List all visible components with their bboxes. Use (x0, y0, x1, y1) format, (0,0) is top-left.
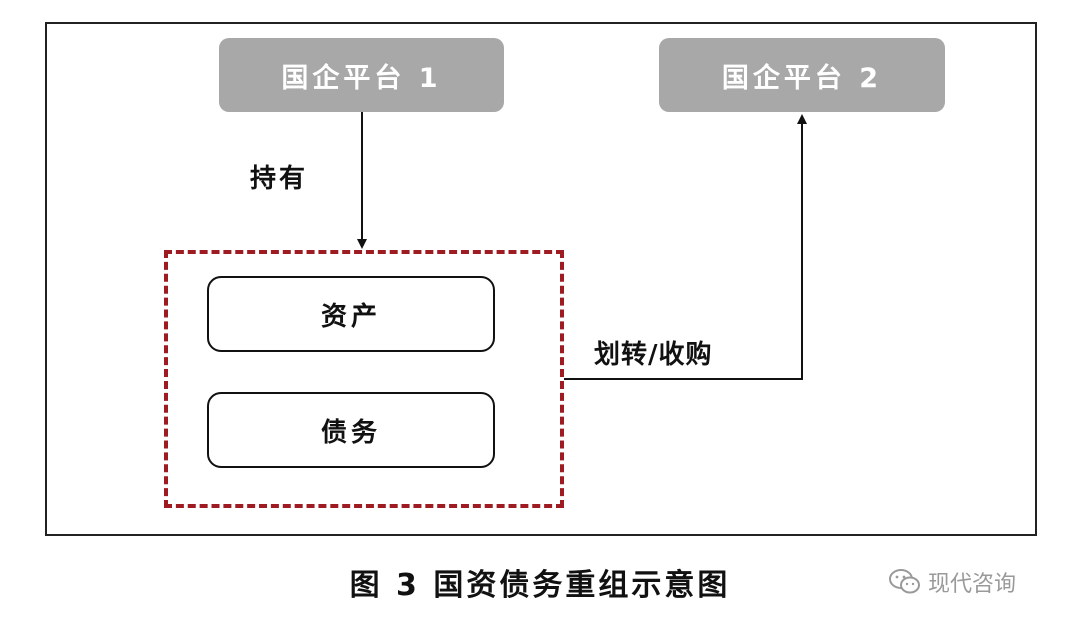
transfer-label: 划转/收购 (594, 340, 713, 370)
watermark-text: 现代咨询 (928, 572, 1017, 597)
platform-1-label: 国企平台 1 (281, 62, 442, 94)
diagram-frame (45, 22, 1037, 536)
debts-box: 债务 (207, 392, 495, 468)
watermark: 现代咨询 (888, 566, 1016, 598)
platform-2-label: 国企平台 2 (721, 62, 883, 94)
assets-label: 资产 (320, 301, 381, 332)
platform-2-box: 国企平台 2 (659, 38, 945, 112)
figure-caption: 图 3 国资债务重组示意图 (349, 568, 731, 603)
platform-1-box: 国企平台 1 (219, 38, 504, 112)
wechat-icon (888, 568, 922, 596)
asset-debt-group (164, 250, 564, 508)
assets-box: 资产 (207, 276, 495, 352)
debts-label: 债务 (320, 417, 381, 448)
hold-label: 持有 (250, 164, 309, 194)
